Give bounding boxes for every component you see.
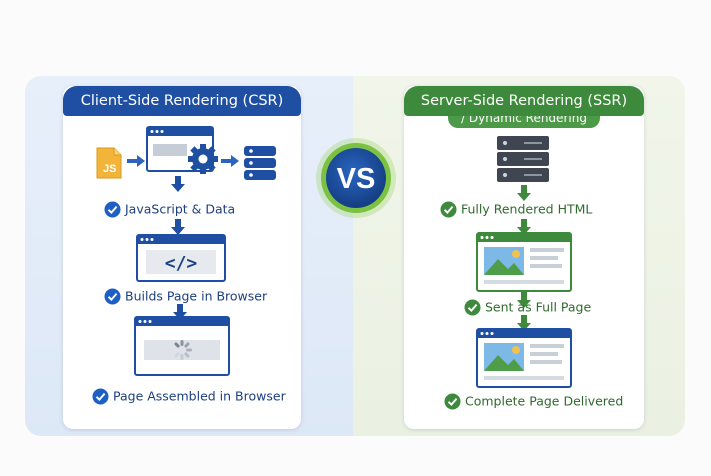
code-window-icon: </> <box>136 234 226 282</box>
arrow-down-icon <box>171 176 185 192</box>
check-icon <box>104 288 121 305</box>
rendered-page-icon <box>476 232 572 292</box>
csr-step-3: Page Assembled in Browser <box>92 387 286 405</box>
check-icon <box>464 299 481 316</box>
check-icon <box>104 201 121 218</box>
arrow-down-icon <box>517 315 531 331</box>
csr-step-1: JavaScript & Data <box>104 200 235 218</box>
ssr-step-2: Sent as Full Page <box>464 298 591 316</box>
code-glyph: </> <box>165 253 198 274</box>
vs-label: VS <box>337 163 376 195</box>
arrow-down-icon <box>517 185 531 201</box>
browser-gear-icon <box>146 126 218 174</box>
ssr-step-3-label: Complete Page Delivered <box>465 393 624 409</box>
ssr-title: Server-Side Rendering (SSR) <box>404 86 644 116</box>
vs-badge: VS <box>316 138 396 218</box>
csr-title: Client-Side Rendering (CSR) <box>63 86 301 116</box>
check-icon <box>440 201 457 218</box>
loading-window-icon <box>134 316 230 376</box>
arrow-down-icon <box>171 219 185 235</box>
ssr-step-1-label: Fully Rendered HTML <box>461 201 593 217</box>
ssr-step-1: Fully Rendered HTML <box>440 200 592 218</box>
database-icon <box>244 146 276 180</box>
arrow-down-icon <box>517 219 531 235</box>
delivered-page-icon <box>476 328 572 388</box>
arrow-down-icon <box>517 292 531 308</box>
ssr-step-3: Complete Page Delivered <box>444 392 623 410</box>
js-badge-label: JS <box>103 163 116 175</box>
arrow-right-icon <box>127 155 145 167</box>
server-icon <box>497 136 549 182</box>
csr-step-1-label: JavaScript & Data <box>125 201 236 217</box>
js-file-icon: JS <box>96 147 122 179</box>
check-icon <box>92 388 109 405</box>
csr-step-2: Builds Page in Browser <box>104 287 267 305</box>
arrow-right-icon <box>221 155 239 167</box>
csr-step-2-label: Builds Page in Browser <box>125 288 268 304</box>
ssr-step-2-label: Sent as Full Page <box>485 299 592 315</box>
csr-step-3-label: Page Assembled in Browser <box>113 388 286 404</box>
check-icon <box>444 393 461 410</box>
